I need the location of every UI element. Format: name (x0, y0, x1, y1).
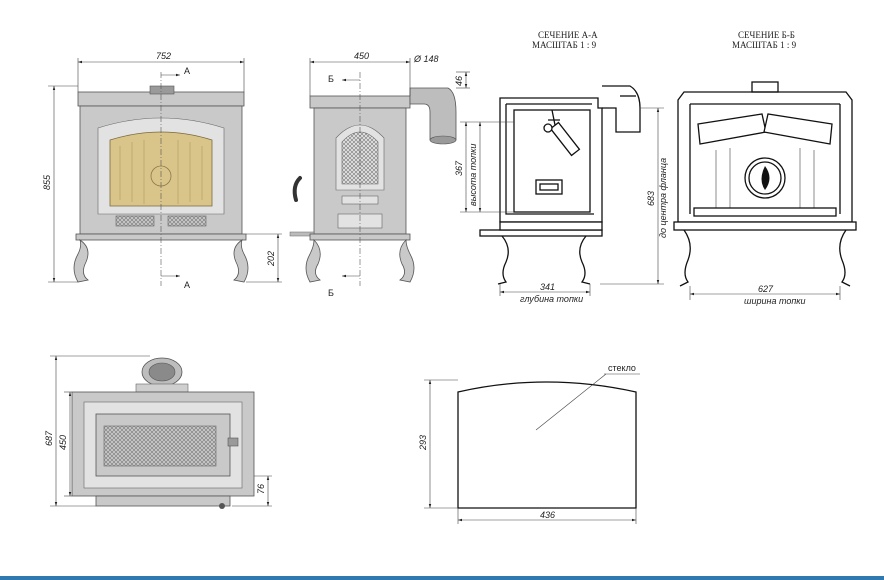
section-bb-flue (751, 81, 779, 93)
flue-offset-dim: 46 (454, 76, 464, 86)
leg-right (233, 239, 249, 283)
section-aa-scale: МАСШТАБ 1 : 9 (532, 40, 597, 50)
firebox-depth-label: глубина топки (520, 294, 583, 304)
front-view: А А 752 855 202 (42, 51, 282, 290)
section-mark-a-bottom: А (184, 280, 190, 290)
section-bb-body (677, 91, 853, 223)
top-mesh-panel (103, 425, 217, 467)
ash-vent-left (115, 215, 155, 227)
glass-height-dim: 293 (418, 435, 428, 451)
side-leg-left (305, 239, 321, 283)
door-handle (292, 176, 302, 202)
firebox-height-value: 367 (454, 160, 464, 176)
front-height-dim: 855 (42, 174, 52, 190)
side-leg-right (399, 239, 415, 283)
section-aa-title: СЕЧЕНИЕ А-А (538, 30, 598, 40)
glass-width-dim: 436 (540, 510, 555, 520)
section-mark-b-bottom: Б (328, 288, 334, 298)
top-depth-total: 687 (44, 430, 54, 446)
section-bb-scale: МАСШТАБ 1 : 9 (732, 40, 797, 50)
section-mark-b-top: Б (328, 74, 334, 84)
leg-height-dim: 202 (266, 251, 276, 267)
bottom-accent-bar (0, 576, 884, 580)
flue-collar (149, 85, 175, 95)
flue-diameter-dim: Ø 148 (413, 54, 439, 64)
flange-value: 683 (646, 191, 656, 206)
firebox-height-label: высота топки (468, 144, 478, 206)
top-offset-dim: 76 (256, 484, 266, 494)
glass-outline (457, 381, 637, 509)
section-aa: СЕЧЕНИЕ А-А МАСШТАБ 1 : 9 367 высота топ… (454, 30, 668, 304)
glass-drawing: стекло 293 436 (418, 363, 640, 524)
section-bb: СЕЧЕНИЕ Б-Б МАСШТАБ 1 : 9 627 ширина топ… (673, 30, 857, 306)
flue-elbow (409, 87, 457, 141)
top-view: 687 450 76 (44, 355, 272, 509)
section-mark-a-top: А (184, 66, 190, 76)
section-bb-title: СЕЧЕНИЕ Б-Б (738, 30, 795, 40)
firebox-width-label: ширина топки (744, 296, 806, 306)
front-width-dim: 752 (156, 51, 171, 61)
leg-left (73, 239, 89, 283)
door-glass (109, 131, 213, 207)
glass-label: стекло (608, 363, 636, 373)
firebox-depth-value: 341 (540, 282, 555, 292)
firebox-width-value: 627 (758, 284, 774, 294)
side-depth-dim: 450 (354, 51, 369, 61)
top-ash-door (95, 495, 231, 507)
flange-label: до центра фланца (658, 158, 668, 238)
side-view: Б Б 450 Ø 148 46 (289, 51, 470, 298)
ash-vent-right (167, 215, 207, 227)
top-depth-body: 450 (58, 435, 68, 450)
